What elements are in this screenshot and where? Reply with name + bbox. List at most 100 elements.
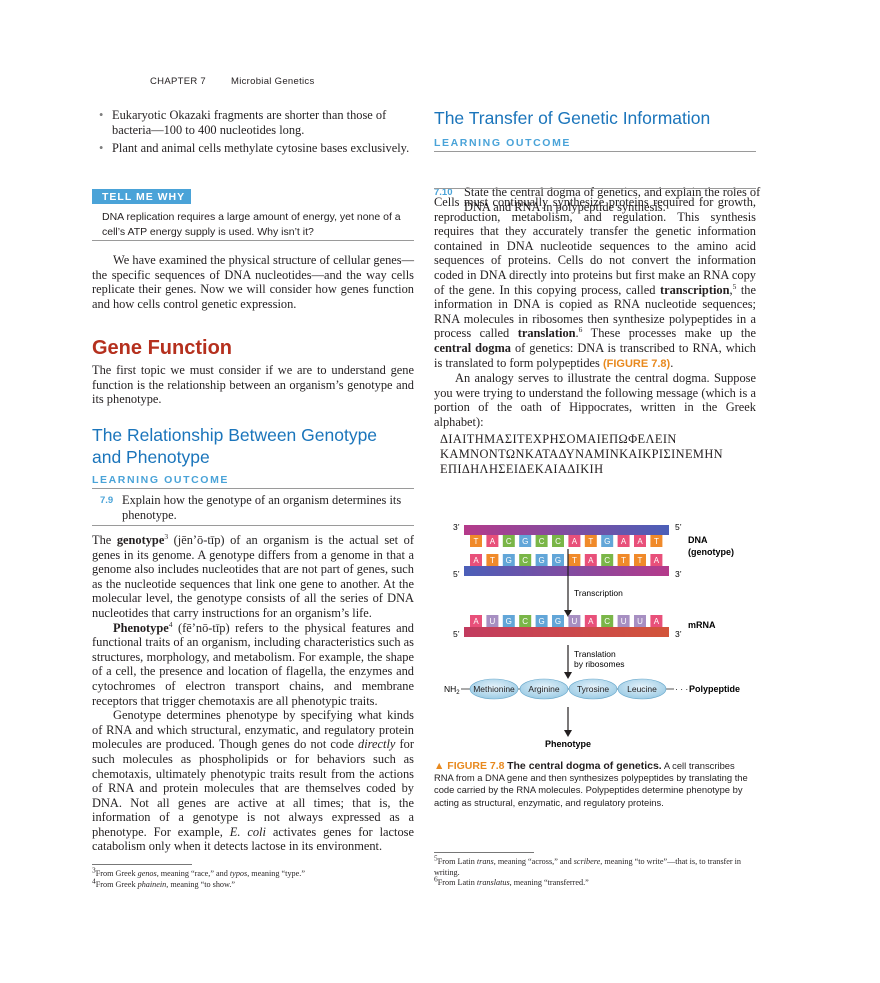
figure-caption-text: A cell transcribes RNA from a DNA gene a… <box>434 760 748 808</box>
nucleotide-tile <box>552 615 564 627</box>
arrow-head <box>564 730 572 737</box>
footnotes-left: 3From Greek genos, meaning “race,” and t… <box>92 866 414 891</box>
nucleotide-letter: G <box>604 537 610 546</box>
text-run: activates genes for lactose catabolism o… <box>92 824 414 854</box>
footnote-number: 3 <box>92 865 96 875</box>
text-run: The <box>92 533 117 547</box>
emphasis: E. coli <box>229 824 266 839</box>
end-label: 3’ <box>675 629 682 639</box>
figure-reference-link[interactable]: (FIGURE 7.8) <box>602 357 671 370</box>
gene-function-paragraph: The first topic we must consider if we a… <box>92 363 414 407</box>
divider <box>434 188 756 189</box>
amino-terminus-label: NH2 <box>444 684 460 696</box>
transfer-body: Cells must continually synthesize protei… <box>434 195 756 430</box>
footnote-number: 5 <box>434 853 438 863</box>
nucleotide-letter: A <box>572 537 578 546</box>
nucleotide-tile <box>650 615 663 627</box>
nucleotide-letter: C <box>604 556 610 565</box>
polypeptide-label: Polypeptide <box>689 684 740 694</box>
learning-outcome-item: 7.9 Explain how the genotype of an organ… <box>92 493 444 522</box>
nucleotide-letter: A <box>473 617 479 626</box>
footnote-rule <box>92 864 192 865</box>
nucleotide-letter: C <box>506 537 512 546</box>
genotype-phenotype-paragraph: Genotype determines phenotype by specify… <box>92 708 414 854</box>
footnote-ref: 5 <box>732 281 737 291</box>
nucleotide-tile <box>634 554 646 566</box>
emphasis: typos <box>229 869 248 878</box>
mrna-label: mRNA <box>688 620 716 630</box>
term-central-dogma: central dogma <box>434 340 511 355</box>
amino-acid-bead <box>568 678 618 700</box>
emphasis: translatus <box>476 878 510 887</box>
text-run: Genotype determines phenotype by specify… <box>92 708 414 752</box>
dna-label: DNA <box>688 535 708 545</box>
learning-outcome-number: 7.9 <box>100 495 114 506</box>
nucleotide-tile <box>584 535 597 547</box>
translation-label: by ribosomes <box>574 659 625 669</box>
nucleotide-letter: G <box>506 556 512 565</box>
amino-acid-bead <box>519 678 569 700</box>
text-run: From Greek <box>95 879 138 889</box>
text-run: , meaning “to write”—that is, to transfe… <box>434 857 742 877</box>
learning-outcome-label: LEARNING OUTCOME <box>434 137 572 149</box>
analogy-paragraph: An analogy serves to illustrate the cent… <box>434 371 756 429</box>
transfer-section-heading: The Transfer of Genetic Information <box>434 108 711 128</box>
phenotype-paragraph: Phenotype4 (fē’nō-tīp) refers to the phy… <box>92 620 414 709</box>
amino-acid-label: Arginine <box>528 684 559 694</box>
nucleotide-letter: U <box>621 617 627 626</box>
end-label: 5’ <box>675 522 682 532</box>
nucleotide-tile <box>502 615 515 627</box>
nucleotide-tile <box>486 535 499 547</box>
learning-outcome-label: LEARNING OUTCOME <box>92 474 230 486</box>
end-label: 3’ <box>675 569 682 579</box>
nucleotide-tile <box>535 615 548 627</box>
tell-me-why-label: TELL ME WHY <box>92 189 192 204</box>
amino-acid-label: Leucine <box>627 684 657 694</box>
nucleotide-tile <box>552 535 564 547</box>
text-run: , meaning “type.” <box>247 869 305 878</box>
nucleotide-tile <box>486 554 499 566</box>
end-label: 3’ <box>453 522 460 532</box>
genotype-section-heading: The Relationship Between Genotype and Ph… <box>92 425 378 467</box>
footnote-ref: 6 <box>578 325 583 335</box>
chapter-title: Microbial Genetics <box>230 76 315 87</box>
running-head: CHAPTER 7 Microbial Genetics <box>150 76 315 87</box>
nucleotide-tile <box>634 535 646 547</box>
nucleotide-letter: T <box>490 556 495 565</box>
translation-label: Translation <box>574 649 616 659</box>
footnote: 4From Greek phainein, meaning “to show.” <box>92 877 414 891</box>
text-run: , meaning “race,” and <box>156 869 230 878</box>
nucleotide-tile <box>470 615 482 627</box>
greek-line: ΚΑΜΝΟΝΤΩΝΚΑΤΑΔΥΝΑΜΙΝΚΑΙΚΡΙΣΙΝΕΜΗΝ <box>440 447 724 462</box>
nucleotide-letter: A <box>490 537 496 546</box>
greek-line: ΕΠΙΔΗΛΗΣΕΙΔΕΚΑΙΑΔΙΚΙΗ <box>440 462 604 477</box>
text-run: , meaning “to show.” <box>166 879 236 889</box>
nucleotide-letter: U <box>490 617 496 626</box>
nucleotide-tile <box>486 615 499 627</box>
dna-label-sub: (genotype) <box>688 547 734 557</box>
emphasis: directly <box>358 737 396 752</box>
bullet-list: Eukaryotic Okazaki fragments are shorter… <box>92 108 414 156</box>
amino-acid-label: Methionine <box>473 684 515 694</box>
term-translation: translation <box>517 326 576 341</box>
footnote: 6From Latin translatus, meaning “transfe… <box>434 875 756 889</box>
text-run: . <box>670 355 674 370</box>
nucleotide-tile <box>650 554 663 566</box>
intro-paragraph: We have examined the physical structure … <box>92 253 414 311</box>
nucleotide-letter: A <box>588 617 594 626</box>
emphasis: scribere <box>573 857 601 866</box>
nucleotide-letter: G <box>555 617 561 626</box>
nucleotide-tile <box>502 554 515 566</box>
nh-text: NH <box>444 684 456 694</box>
mrna-backbone <box>464 627 669 637</box>
footnotes-right: 5From Latin trans, meaning “across,” and… <box>434 854 756 889</box>
bullet-item: Eukaryotic Okazaki fragments are shorter… <box>92 108 414 137</box>
gene-function-heading: Gene Function <box>92 337 232 359</box>
nucleotide-letter: A <box>654 617 660 626</box>
nucleotide-tile <box>552 554 564 566</box>
text-run: From Latin <box>437 878 477 887</box>
nucleotide-tile <box>519 535 532 547</box>
